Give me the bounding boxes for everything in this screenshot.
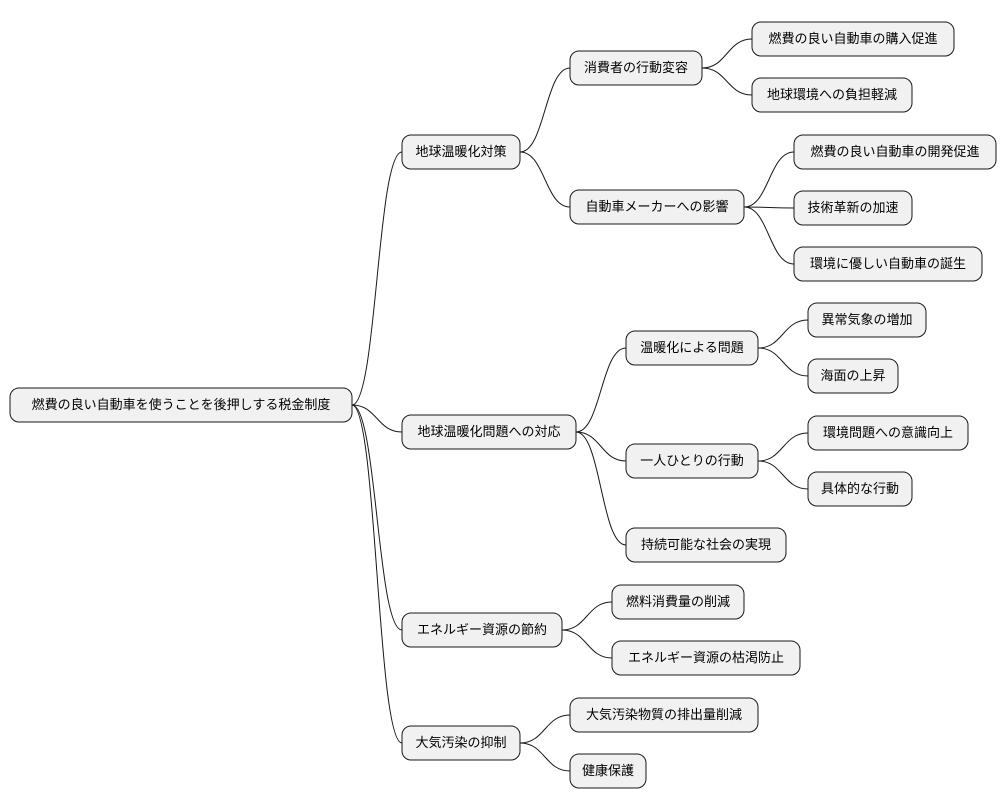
node-l2-fuel-reduction-label: 燃料消費量の削減 [626,594,730,610]
node-l2-fuel-reduction: 燃料消費量の削減 [611,584,745,620]
node-l3-purchase-promotion: 燃費の良い自動車の購入促進 [751,21,955,57]
node-l3-awareness-label: 環境問題への意識向上 [823,425,953,441]
edge-connector [519,742,571,772]
node-l2-automaker-impact-label: 自動車メーカーへの影響 [585,199,728,215]
edge-connector [701,38,753,69]
node-l1-global-warming-response: 地球温暖化問題への対応 [401,414,577,450]
node-l3-burden-reduction-label: 地球環境への負担軽減 [767,87,897,103]
edge-connector [701,67,753,96]
node-l2-health-protection-label: 健康保護 [582,763,634,779]
node-l2-warming-problems: 温暖化による問題 [625,330,759,366]
node-l3-purchase-promotion-label: 燃費の良い自動車の購入促進 [768,31,937,47]
edge-connector [743,151,795,208]
node-l1-air-pollution-label: 大気汚染の抑制 [415,735,506,751]
node-l3-abnormal-weather-label: 異常気象の増加 [821,312,912,328]
edge-connector [519,151,571,208]
node-l2-warming-problems-label: 温暖化による問題 [640,341,744,356]
edge-connector [757,460,809,490]
node-l2-sustainable-society: 持続可能な社会の実現 [625,527,787,563]
edge-connector [351,404,403,631]
edge-connector [351,404,403,744]
node-l1-global-warming-measures-label: 地球温暖化対策 [415,144,506,160]
edge-connector [351,151,403,406]
node-l2-consumer-behavior-label: 消費者の行動変容 [584,60,688,76]
node-l3-eco-car-birth: 環境に優しい自動車の誕生 [793,246,983,282]
edge-connector [743,206,795,209]
node-l3-eco-car-birth-label: 環境に優しい自動車の誕生 [810,257,966,272]
node-l3-sea-level-rise: 海面の上昇 [807,358,899,394]
node-l3-burden-reduction: 地球環境への負担軽減 [751,77,913,113]
node-l2-depletion-prevention: エネルギー資源の枯渇防止 [611,640,801,676]
edge-connector [575,431,627,462]
node-l1-energy-saving: エネルギー資源の節約 [401,612,563,648]
edge-connector [757,347,809,377]
node-l1-air-pollution: 大気汚染の抑制 [401,725,521,761]
node-l2-individual-action-label: 一人ひとりの行動 [640,454,744,469]
edge-connector [351,404,403,433]
node-l3-tech-innovation: 技術革新の加速 [793,190,913,226]
node-l2-automaker-impact: 自動車メーカーへの影響 [569,189,745,225]
node-l2-health-protection: 健康保護 [569,753,647,789]
node-l2-emission-reduction-label: 大気汚染物質の排出量削減 [586,707,742,723]
edge-connector [575,431,627,546]
node-root-label: 燃費の良い自動車を使うことを後押しする税金制度 [32,397,331,413]
node-l3-development-promotion: 燃費の良い自動車の開発促進 [793,134,997,170]
node-l3-development-promotion-label: 燃費の良い自動車の開発促進 [810,144,979,160]
node-l2-sustainable-society-label: 持続可能な社会の実現 [641,537,771,553]
node-l2-emission-reduction: 大気汚染物質の排出量削減 [569,697,759,733]
node-l2-consumer-behavior: 消費者の行動変容 [569,50,703,86]
node-root: 燃費の良い自動車を使うことを後押しする税金制度 [9,387,353,423]
edge-connector [757,432,809,462]
edge-connector [743,206,795,265]
edges-layer [351,38,809,772]
node-l1-energy-saving-label: エネルギー資源の節約 [417,623,547,638]
edge-connector [519,67,571,153]
node-l3-awareness: 環境問題への意識向上 [807,415,969,451]
edge-connector [519,714,571,744]
node-l3-concrete-action-label: 具体的な行動 [821,481,899,497]
node-l3-sea-level-rise-label: 海面の上昇 [820,369,885,384]
node-l3-abnormal-weather: 異常気象の増加 [807,302,927,338]
edge-connector [561,601,613,631]
node-l2-depletion-prevention-label: エネルギー資源の枯渇防止 [628,650,784,666]
edge-connector [575,347,627,433]
node-l3-tech-innovation-label: 技術革新の加速 [807,200,898,216]
node-l3-concrete-action: 具体的な行動 [807,471,913,507]
edge-connector [561,629,613,659]
edge-connector [757,319,809,349]
node-l2-individual-action: 一人ひとりの行動 [625,443,759,479]
node-l1-global-warming-measures: 地球温暖化対策 [401,134,521,170]
node-l1-global-warming-response-label: 地球温暖化問題への対応 [417,425,560,440]
